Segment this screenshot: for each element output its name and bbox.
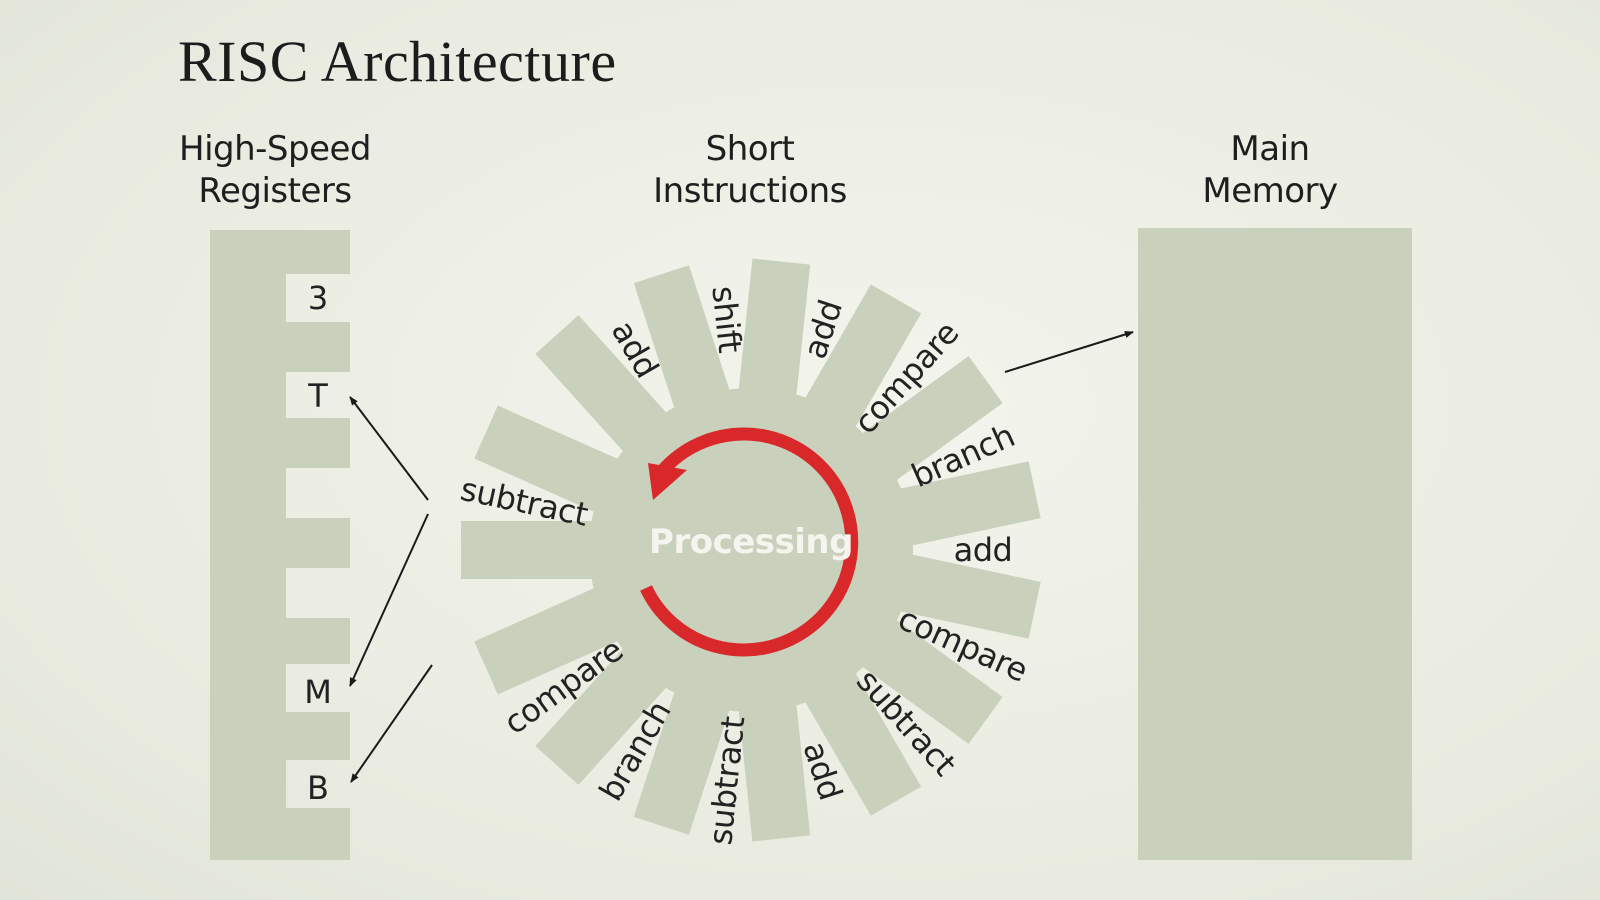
instruction-spoke bbox=[791, 284, 922, 451]
register-label: B bbox=[307, 769, 329, 807]
instruction-spoke bbox=[791, 649, 922, 816]
register-bank bbox=[210, 230, 350, 860]
memory-heading-line-2: Memory bbox=[1202, 171, 1338, 211]
register-label: 3 bbox=[308, 279, 328, 317]
instruction-spoke bbox=[461, 521, 619, 579]
instruction-spoke bbox=[874, 549, 1041, 639]
subtract-to-m-arrow bbox=[349, 513, 429, 687]
branch-to-memory-arrow bbox=[1004, 330, 1134, 373]
instruction-spoke bbox=[633, 265, 738, 434]
register-label: M bbox=[304, 673, 332, 711]
memory-heading-line-1: Main bbox=[1230, 129, 1310, 169]
main-memory-block bbox=[1138, 228, 1412, 860]
instructions-heading-line-2: Instructions bbox=[653, 171, 847, 211]
instruction-spoke bbox=[735, 258, 811, 422]
register-label: T bbox=[307, 377, 328, 415]
registers-heading: High-Speed Registers bbox=[150, 128, 400, 212]
instruction-spoke bbox=[633, 666, 738, 835]
memory-heading: Main Memory bbox=[1150, 128, 1390, 212]
instructions-heading-line-1: Short bbox=[705, 129, 795, 169]
subtract-to-t-arrow bbox=[349, 396, 429, 501]
instruction-spoke bbox=[840, 356, 1003, 496]
instruction-spoke bbox=[840, 604, 1003, 744]
page-title: RISC Architecture bbox=[178, 29, 617, 94]
instruction-spoke bbox=[535, 628, 685, 785]
instruction-label: shift bbox=[704, 284, 749, 354]
processing-label: Processing bbox=[649, 522, 853, 562]
compare-to-b-arrow bbox=[350, 664, 433, 783]
instruction-spoke bbox=[474, 405, 643, 523]
instructions-heading: Short Instructions bbox=[610, 128, 890, 212]
instruction-spoke bbox=[535, 315, 685, 472]
register-labels: 3T M B bbox=[304, 279, 332, 807]
registers-heading-line-1: High-Speed bbox=[179, 129, 372, 169]
instruction-label: add bbox=[954, 531, 1013, 569]
registers-heading-line-2: Registers bbox=[198, 171, 352, 211]
instruction-spoke bbox=[874, 461, 1041, 551]
instruction-spoke bbox=[735, 678, 811, 842]
processing-cycle-arrow bbox=[640, 427, 859, 657]
instruction-spoke bbox=[474, 577, 643, 695]
